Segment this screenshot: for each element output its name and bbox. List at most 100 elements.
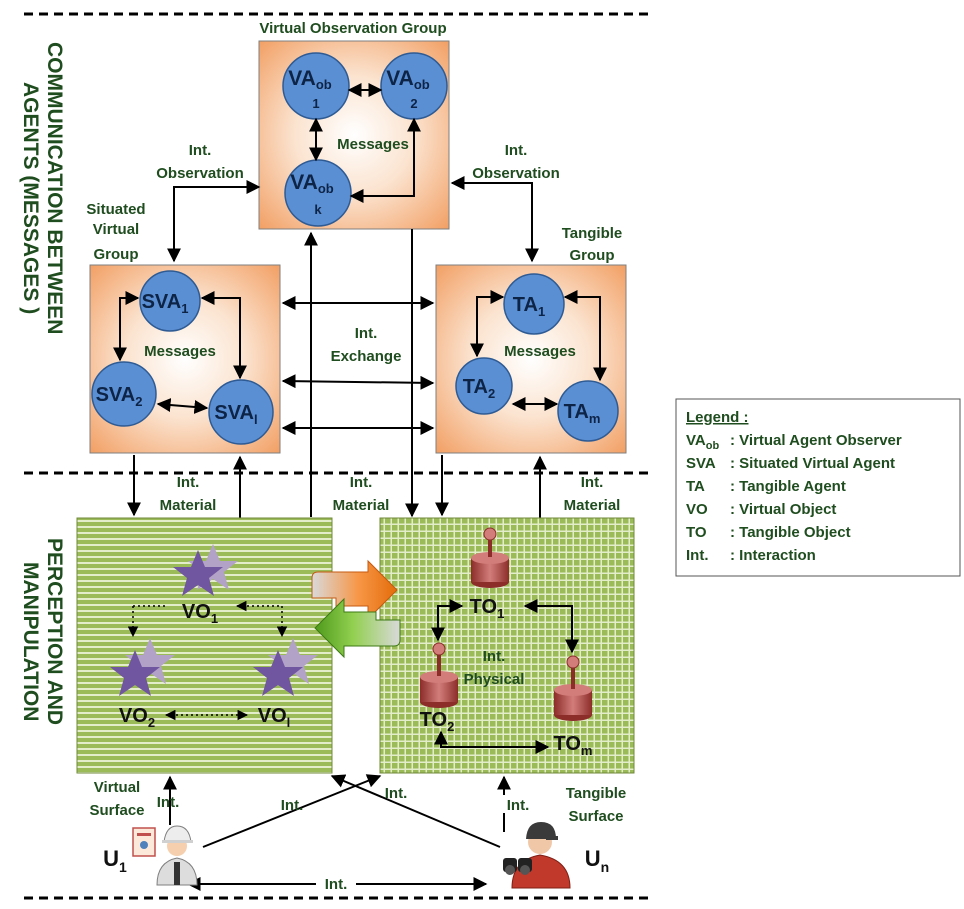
to2-tom-link [434, 730, 550, 754]
to-2-token-icon [420, 642, 458, 708]
to-m-token-icon [554, 655, 592, 721]
ta-m-agent: TAm [557, 380, 619, 442]
svg-text:: Tangible Agent: : Tangible Agent [730, 478, 846, 495]
va-ob-1-agent: VAob 1 [282, 52, 350, 120]
svg-text:TO: TO [686, 524, 707, 541]
legend-title: Legend : [686, 409, 749, 426]
vo-1-star-icon [173, 544, 238, 596]
sva1-sva2-link [113, 291, 140, 362]
legend-item-va: VAob : Virtual Agent Observer [686, 432, 902, 452]
to-m-label: TOm [554, 733, 593, 758]
side-label-perception-1: PERCEPTION AND [43, 538, 66, 725]
svg-text:SVA2: SVA2 [96, 384, 143, 409]
svg-text:2: 2 [410, 96, 417, 111]
vo-l-label: VOl [258, 705, 291, 730]
svg-text:: Tangible Object: : Tangible Object [730, 524, 851, 541]
side-label-communication-2: AGENTS (MESSAGES ) [19, 82, 42, 314]
svg-text:: Situated Virtual Agent: : Situated Virtual Agent [730, 455, 895, 472]
un-virtual-int-label: Int. [385, 785, 408, 802]
legend-item-int: Int. : Interaction [686, 547, 816, 564]
sva-2-agent: SVA2 [91, 361, 157, 427]
user-n-label: Un [585, 846, 609, 875]
situated-virtual-group-title-3: Group [94, 246, 139, 263]
vo-l-star-icon [253, 638, 318, 696]
int-physical-label-1: Int. [483, 648, 506, 665]
int-material-left-1: Int. [177, 474, 200, 491]
int-exchange-label-2: Exchange [331, 348, 402, 365]
legend-item-sva: SVA : Situated Virtual Agent [686, 455, 895, 472]
tangible-group-title-2: Group [570, 247, 615, 264]
svg-text:TA: TA [686, 478, 705, 495]
un-int-label: Int. [507, 797, 530, 814]
ta-1-agent: TA1 [503, 273, 565, 335]
svg-text:: Interaction: : Interaction [730, 547, 816, 564]
svg-text:VAob: VAob [686, 432, 719, 452]
to-1-label: TO1 [470, 596, 505, 621]
situated-virtual-group-title-1: Situated [86, 201, 145, 218]
svg-text:VO: VO [686, 501, 708, 518]
int-observation-right-2: Observation [472, 165, 560, 182]
int-material-left-2: Material [160, 497, 217, 514]
legend-item-vo: VO : Virtual Object [686, 501, 836, 518]
green-swap-arrow-icon [314, 597, 401, 659]
legend-item-ta: TA : Tangible Agent [686, 478, 846, 495]
virtual-observation-group-title: Virtual Observation Group [259, 20, 446, 37]
virtual-surface-label-2: Surface [89, 802, 144, 819]
legend: Legend : VAob : Virtual Agent Observer S… [675, 398, 961, 577]
svg-text:1: 1 [312, 96, 319, 111]
sva1-sval-link [200, 291, 247, 380]
int-physical-label-2: Physical [464, 671, 525, 688]
svg-text:Int.: Int. [686, 547, 709, 564]
va-ob-k-agent: VAob k [284, 159, 352, 227]
u1-tangible-surface-link [202, 774, 382, 848]
user-n-observer-icon [503, 822, 571, 889]
svg-text:SVA1: SVA1 [142, 291, 189, 316]
user-1-engineer-icon [132, 825, 198, 886]
u1-tangible-int-label: Int. [281, 797, 304, 814]
int-exchange-label-1: Int. [355, 325, 378, 342]
side-label-perception-2: MANIPULATION [19, 562, 42, 721]
va-ob-2-agent: VAob 2 [380, 52, 448, 120]
to-2-label: TO2 [420, 709, 455, 734]
ta-messages-label: Messages [504, 343, 576, 360]
int-observation-right-link [450, 176, 539, 263]
side-label-communication-1: COMMUNICATION BETWEEN [43, 42, 66, 334]
svg-text:: Virtual Agent Observer: : Virtual Agent Observer [730, 432, 902, 449]
tangible-surface-label-1: Tangible [566, 785, 627, 802]
ta1-ta2-link [470, 290, 505, 358]
ta-2-agent: TA2 [455, 357, 513, 415]
svg-text:TAm: TAm [564, 401, 601, 426]
int-material-right-2: Material [564, 497, 621, 514]
int-material-right-1: Int. [581, 474, 604, 491]
svg-text:SVAl: SVAl [214, 402, 257, 427]
vo-1-label: VO1 [182, 601, 218, 626]
u1-un-int-label: Int. [325, 876, 348, 893]
ta1-tam-link [563, 290, 607, 382]
int-observation-left-1: Int. [189, 142, 212, 159]
sva2-sval-link [156, 398, 209, 414]
u1-int-label: Int. [157, 794, 180, 811]
svg-text:TA1: TA1 [513, 294, 545, 319]
svg-text:VAob: VAob [290, 171, 334, 196]
svg-text:k: k [314, 202, 322, 217]
svg-text:VAob: VAob [288, 67, 332, 92]
tangible-group-title-1: Tangible [562, 225, 623, 242]
int-material-mid-2: Material [333, 497, 390, 514]
int-material-mid-1: Int. [350, 474, 373, 491]
to1-to2-link [431, 599, 464, 642]
un-virtual-surface-link [330, 774, 501, 848]
int-observation-right-1: Int. [505, 142, 528, 159]
virtual-surface-label-1: Virtual [94, 779, 140, 796]
tangible-surface-label-2: Surface [568, 808, 623, 825]
svg-text:TA2: TA2 [463, 376, 495, 401]
svg-text:: Virtual Object: : Virtual Object [730, 501, 836, 518]
int-observation-left-link [167, 180, 261, 263]
va-messages-label: Messages [337, 136, 409, 153]
sva-l-agent: SVAl [208, 379, 274, 445]
sva-1-agent: SVA1 [139, 270, 201, 332]
vo-2-label: VO2 [119, 705, 155, 730]
legend-item-to: TO : Tangible Object [686, 524, 851, 541]
exchange-link-2 [281, 374, 435, 390]
svg-text:SVA: SVA [686, 455, 716, 472]
